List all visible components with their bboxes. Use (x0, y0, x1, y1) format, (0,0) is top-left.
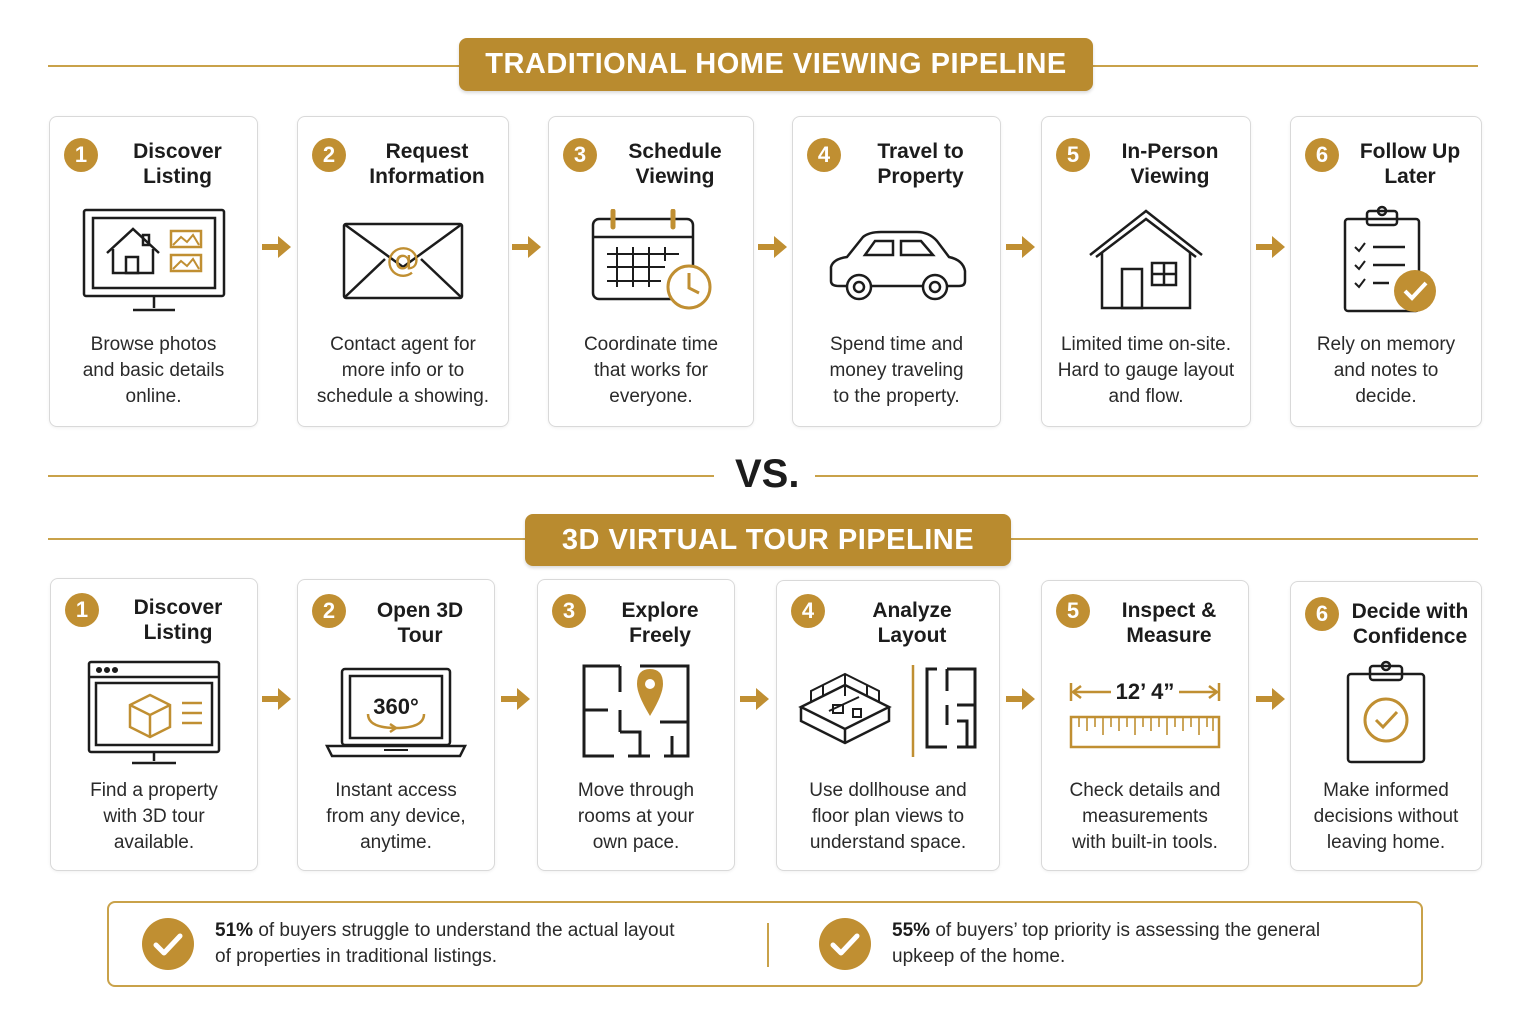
stat-item: 51% of buyers struggle to understand the… (141, 903, 674, 985)
monitor-house-icon (50, 207, 257, 315)
step-number-badge: 3 (552, 594, 586, 628)
clipboard-check-icon (1291, 660, 1481, 764)
stats-divider (767, 923, 769, 967)
step-description: Limited time on-site.Hard to gauge layou… (1057, 334, 1235, 407)
monitor-3d-box-icon (51, 659, 257, 767)
stat-text: 55% of buyers’ top priority is assessing… (892, 920, 1321, 967)
header-rule-left (48, 65, 460, 67)
header-rule-left (48, 538, 526, 540)
virtual-step-5: 5 Inspect &Measure 12’ 4” Check details … (1041, 580, 1249, 871)
step-number-badge: 2 (312, 138, 346, 172)
dollhouse-floorplan-icon (777, 661, 999, 761)
stats-panel: 51% of buyers struggle to understand the… (107, 901, 1423, 987)
floorplan-pin-icon (538, 662, 734, 760)
arrow-right-icon (1256, 236, 1285, 258)
step-number-badge: 6 (1305, 597, 1339, 631)
arrow-right-icon (1006, 688, 1035, 710)
360-label: 360° (373, 694, 419, 719)
arrow-right-icon (1256, 688, 1285, 710)
step-title: Inspect &Measure (1121, 599, 1217, 647)
measurement-label: 12’ 4” (1116, 679, 1175, 704)
arrow-right-icon (758, 236, 787, 258)
step-number-badge: 4 (807, 138, 841, 172)
house-icon (1042, 207, 1250, 311)
arrow-right-icon (501, 688, 530, 710)
clipboard-checklist-icon (1291, 205, 1481, 317)
header-rule-right (1092, 65, 1478, 67)
svg-text:@: @ (386, 240, 420, 280)
envelope-at-icon: @ (298, 221, 508, 301)
arrow-right-icon (262, 236, 291, 258)
step-number-badge: 5 (1056, 138, 1090, 172)
step-number-badge: 4 (791, 594, 825, 628)
check-circle-icon (819, 918, 871, 970)
calendar-clock-icon (549, 209, 753, 313)
step-number-badge: 3 (563, 138, 597, 172)
arrow-right-icon (1006, 236, 1035, 258)
car-icon (793, 229, 1000, 305)
laptop-360-icon: 360° (298, 666, 494, 760)
step-number-badge: 6 (1305, 138, 1339, 172)
traditional-pipeline-heading: TRADITIONAL HOME VIEWING PIPELINE (459, 38, 1093, 91)
vs-rule-left (48, 475, 714, 477)
arrow-right-icon (740, 688, 769, 710)
virtual-pipeline-heading: 3D VIRTUAL TOUR PIPELINE (525, 514, 1011, 566)
step-number-badge: 1 (64, 138, 98, 172)
stat-item: 55% of buyers’ top priority is assessing… (818, 903, 1320, 985)
vs-label: VS. (735, 452, 800, 496)
stat-text: 51% of buyers struggle to understand the… (215, 920, 675, 967)
arrow-right-icon (262, 688, 291, 710)
arrow-right-icon (512, 236, 541, 258)
step-number-badge: 2 (312, 594, 346, 628)
check-circle-icon (142, 918, 194, 970)
step-number-badge: 1 (65, 593, 99, 627)
ruler-measure-icon: 12’ 4” (1042, 677, 1248, 753)
vs-rule-right (815, 475, 1478, 477)
header-rule-right (1010, 538, 1478, 540)
step-number-badge: 5 (1056, 594, 1090, 628)
